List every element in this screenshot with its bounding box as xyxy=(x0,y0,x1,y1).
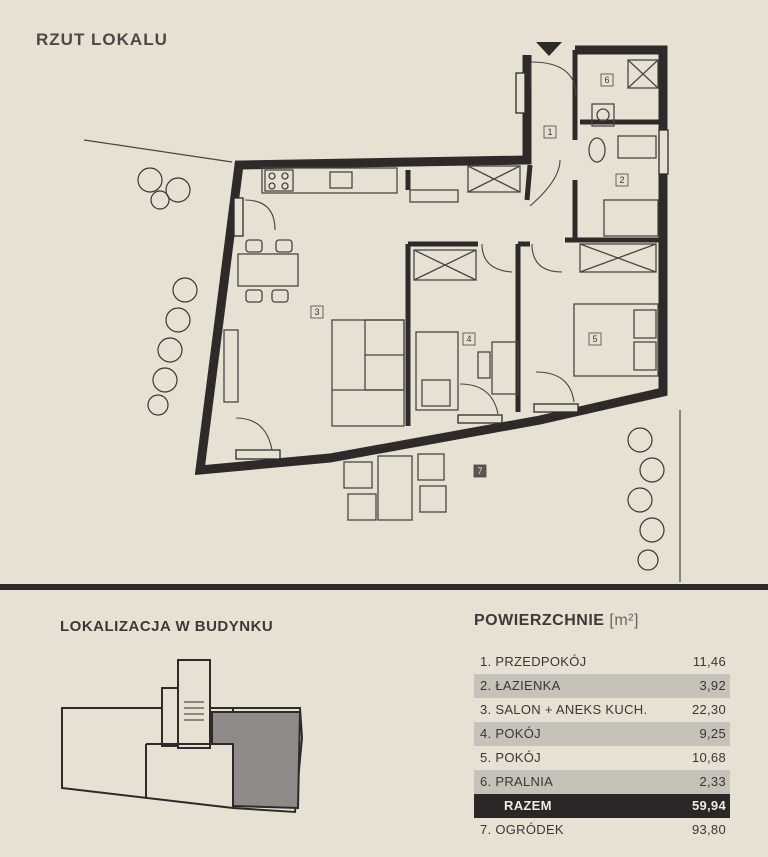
room-number: 3 xyxy=(314,307,319,317)
fence xyxy=(83,139,233,163)
door-swing xyxy=(244,199,276,231)
garden-row: 7. OGRÓDEK 93,80 xyxy=(474,818,730,842)
washing-machine xyxy=(591,103,615,127)
interior-wall xyxy=(524,164,533,201)
stair-core xyxy=(177,659,211,749)
desk xyxy=(491,341,519,395)
row-label: 5. POKÓJ xyxy=(480,750,541,765)
wardrobe xyxy=(467,165,521,193)
total-row: RAZEM 59,94 xyxy=(474,794,730,818)
garden-table xyxy=(377,455,413,521)
room-label-5: 5 xyxy=(588,332,602,346)
room-label-1: 1 xyxy=(543,125,557,139)
total-label: RAZEM xyxy=(504,798,552,813)
building-location-map xyxy=(61,659,304,814)
row-value: 10,68 xyxy=(691,750,726,765)
table-row: 4. POKÓJ 9,25 xyxy=(474,722,730,746)
row-label: 2. ŁAZIENKA xyxy=(480,678,561,693)
room-label-2: 2 xyxy=(615,173,629,187)
table-row: 6. PRALNIA 2,33 xyxy=(474,770,730,794)
stove-icon xyxy=(264,169,294,192)
row-value: 22,30 xyxy=(691,702,726,717)
row-label: 3. SALON + ANEKS KUCH. xyxy=(480,702,648,717)
table-row: 3. SALON + ANEKS KUCH. 22,30 xyxy=(474,698,730,722)
row-value: 3,92 xyxy=(699,678,726,693)
floor-plan: 1 2 3 4 5 6 7 xyxy=(83,42,681,582)
garden-value: 93,80 xyxy=(691,822,726,837)
garden-label: 7. OGRÓDEK xyxy=(480,822,564,837)
areas-unit: [m²] xyxy=(609,612,639,629)
total-value: 59,94 xyxy=(691,798,726,813)
bed xyxy=(573,303,659,377)
table-row: 2. ŁAZIENKA 3,92 xyxy=(474,674,730,698)
window xyxy=(457,414,503,424)
room-label-4: 4 xyxy=(462,332,476,346)
table-row: 1. PRZEDPOKÓJ 11,46 xyxy=(474,650,730,674)
exterior-wall xyxy=(194,45,668,475)
row-label: 1. PRZEDPOKÓJ xyxy=(480,654,587,669)
shrub-icon xyxy=(137,167,191,210)
shower xyxy=(603,199,659,237)
building-outline xyxy=(61,707,304,814)
room-number: 5 xyxy=(592,334,597,344)
door-swing xyxy=(531,243,563,273)
room-label-3: 3 xyxy=(310,305,324,319)
window xyxy=(515,72,526,114)
row-label: 4. POKÓJ xyxy=(480,726,541,741)
room-label-7: 7 xyxy=(473,464,487,478)
window xyxy=(235,449,281,460)
wardrobe xyxy=(413,249,477,281)
shrub-icon xyxy=(627,427,665,571)
table-row: 5. POKÓJ 10,68 xyxy=(474,746,730,770)
door-swing xyxy=(481,243,513,273)
room-number: 1 xyxy=(547,127,552,137)
row-value: 9,25 xyxy=(699,726,726,741)
row-value: 2,33 xyxy=(699,774,726,789)
window xyxy=(233,197,244,237)
dining-table xyxy=(237,253,299,287)
apartment-highlight xyxy=(211,711,302,810)
tv-stand xyxy=(223,329,239,403)
laundry-shelf xyxy=(627,59,659,89)
window xyxy=(533,403,579,413)
door-swing xyxy=(530,61,577,97)
wardrobe xyxy=(579,243,657,273)
kitchen-counter xyxy=(261,167,398,194)
entrance-arrow-icon xyxy=(536,42,562,56)
door-swing xyxy=(235,417,273,451)
toilet-icon xyxy=(588,137,606,163)
room-number: 7 xyxy=(477,466,482,476)
areas-table: 1. PRZEDPOKÓJ 11,46 2. ŁAZIENKA 3,92 3. … xyxy=(474,650,730,842)
areas-heading: POWIERZCHNIE xyxy=(474,612,605,629)
bathroom-sink xyxy=(617,135,657,159)
areas-title: POWIERZCHNIE [m²] xyxy=(474,612,639,630)
row-label: 6. PRALNIA xyxy=(480,774,554,789)
shrub-icon xyxy=(147,277,198,416)
plan-title: RZUT LOKALU xyxy=(36,30,168,49)
window xyxy=(658,129,669,175)
section-divider xyxy=(0,584,768,590)
door-swing xyxy=(535,371,575,403)
room-label-6: 6 xyxy=(600,73,614,87)
door-swing xyxy=(459,383,499,415)
bed xyxy=(415,331,459,411)
room-number: 2 xyxy=(619,175,624,185)
door-swing xyxy=(529,159,561,207)
sink-icon xyxy=(329,171,353,189)
row-value: 11,46 xyxy=(692,654,726,669)
sofa xyxy=(331,319,405,427)
room-number: 4 xyxy=(466,334,471,344)
room-number: 6 xyxy=(604,75,609,85)
location-title: LOKALIZACJA W BUDYNKU xyxy=(60,618,274,635)
